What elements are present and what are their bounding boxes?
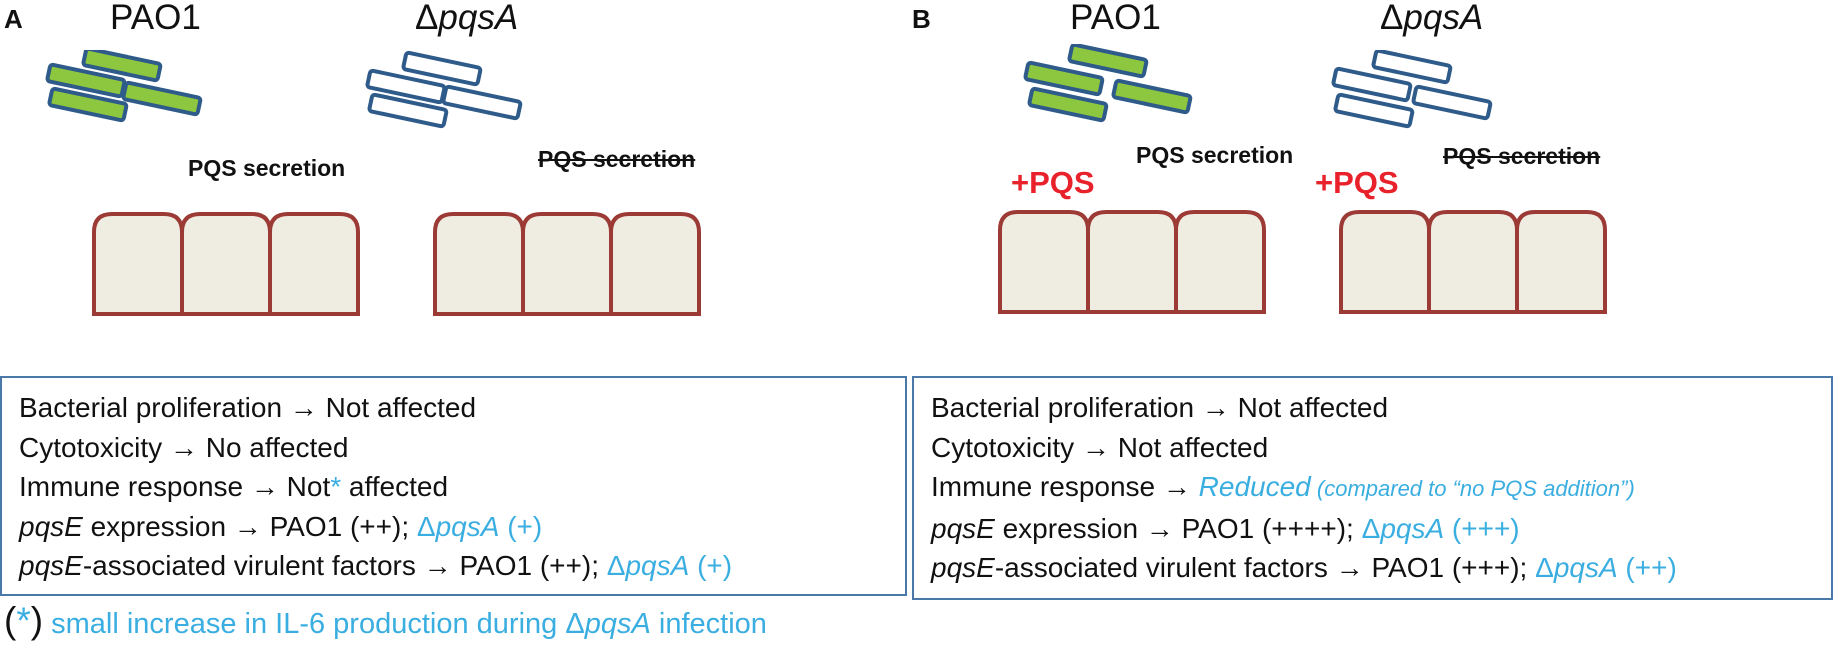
box-line-virulence-b: pqsE-associated virulent factors → PAO1 …: [931, 552, 1677, 583]
strain-title-pao1-b: PAO1: [1070, 0, 1161, 37]
rod-bacterium-icon: [1067, 44, 1149, 79]
bacteria-cluster-pao1-a: [40, 50, 203, 123]
box-line-immune-b: Immune response → Reduced (compared to “…: [931, 471, 1635, 502]
pqs-secretion-label-pqsa-b: PQS secretion: [1443, 143, 1601, 169]
epithelial-cells-pqsa-b: [1339, 210, 1607, 314]
rod-bacterium-icon: [1411, 84, 1493, 121]
rod-bacterium-icon: [1331, 66, 1413, 103]
reduced-note: (compared to “no PQS addition”): [1310, 476, 1635, 501]
epithelial-cell-icon: [433, 212, 525, 316]
epithelial-cell-icon: [1515, 210, 1607, 314]
box-line-cytotoxicity-b: Cytotoxicity → Not affected: [931, 431, 1269, 463]
rod-bacterium-icon: [40, 86, 41, 87]
rod-bacterium-icon: [1023, 60, 1105, 97]
epithelial-cell-icon: [998, 210, 1090, 314]
epithelial-cell-icon: [180, 212, 272, 316]
plus-pqs-label-pao1-b: +PQS: [1011, 165, 1095, 200]
epithelial-cell-icon: [1427, 210, 1519, 314]
pqs-secretion-label-pao1-b: PQS secretion: [1136, 142, 1294, 168]
epithelial-cells-pao1-b: [998, 210, 1266, 314]
rod-bacterium-icon: [1111, 78, 1193, 115]
box-line-proliferation-b: Bacterial proliferation → Not affected: [931, 392, 1389, 423]
box-line-pqse-expression-b: pqsE expression → PAO1 (++++); ΔpqsA (++…: [931, 512, 1520, 544]
epithelial-cell-icon: [1174, 210, 1266, 314]
rod-bacterium-icon: [367, 92, 449, 129]
box-line-immune-a: Immune response → Not* affected: [19, 471, 449, 502]
rod-bacterium-icon: [45, 62, 127, 99]
epithelial-cells-pao1-a: [92, 212, 360, 316]
epithelial-cells-pqsa-a: [433, 212, 701, 316]
box-line-cytotoxicity-a: Cytotoxicity → No affected: [19, 431, 349, 463]
epithelial-cell-icon: [1339, 210, 1431, 314]
bacteria-cluster-pqsa-b: [1331, 50, 1493, 129]
epithelial-cell-icon: [1086, 210, 1178, 314]
rod-bacterium-icon: [441, 84, 523, 121]
effects-box-a: Bacterial proliferation → Not affected C…: [0, 376, 907, 596]
rod-bacterium-icon: [1333, 92, 1415, 129]
panel-label-b: B: [912, 4, 931, 34]
plus-pqs-label-pqsa-b: +PQS: [1315, 165, 1399, 200]
strain-title-pao1-a: PAO1: [110, 0, 201, 37]
epithelial-cell-icon: [92, 212, 184, 316]
box-line-proliferation-a: Bacterial proliferation → Not affected: [19, 392, 477, 423]
effects-box-b: Bacterial proliferation → Not affected C…: [912, 376, 1833, 600]
reduced-label: Reduced: [1198, 471, 1311, 502]
rod-bacterium-icon: [1371, 50, 1453, 85]
panel-label-a: A: [4, 4, 23, 34]
rod-bacterium-icon: [1027, 86, 1109, 123]
asterisk-marker: *: [330, 471, 342, 502]
pqs-secretion-label-pqsa-a: PQS secretion: [538, 146, 696, 172]
footnote: (*) small increase in IL-6 production du…: [4, 600, 767, 641]
epithelial-cell-icon: [521, 212, 613, 316]
rod-bacterium-icon: [121, 80, 203, 117]
bacteria-cluster-pqsa-a: [365, 50, 523, 129]
rod-bacterium-icon: [81, 50, 163, 83]
rod-bacterium-icon: [401, 50, 483, 87]
epithelial-cell-icon: [268, 212, 360, 316]
bacteria-cluster-pao1-b: [1023, 44, 1193, 123]
epithelial-cell-icon: [609, 212, 701, 316]
pqs-secretion-label-pao1-a: PQS secretion: [188, 155, 346, 181]
strain-title-pqsa-a: ΔpqsA: [415, 0, 519, 37]
box-line-pqse-expression-a: pqsE expression → PAO1 (++); ΔpqsA (+): [19, 510, 543, 542]
box-line-virulence-a: pqsE-associated virulent factors → PAO1 …: [19, 550, 733, 581]
rod-bacterium-icon: [47, 86, 129, 123]
strain-title-pqsa-b: ΔpqsA: [1380, 0, 1484, 37]
